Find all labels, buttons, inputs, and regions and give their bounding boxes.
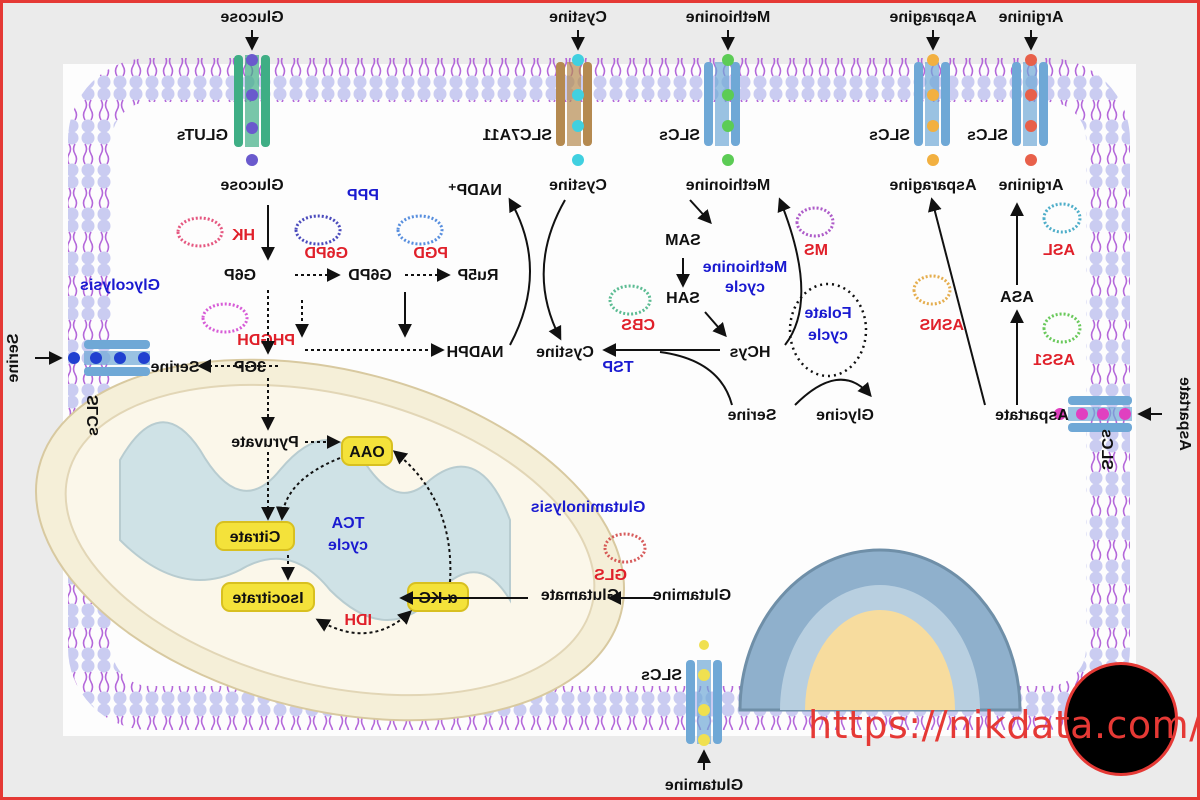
ru5p-label: Ru5P [457,267,498,284]
slcs-methionine-label: SLCs [659,127,700,144]
enzyme-gls: GLS [594,567,627,584]
enzyme-asl: ASL [1043,242,1075,259]
cystine-inside: Cystine [549,177,607,194]
watermark-url: https://nikdata.com/ [808,703,1200,747]
enzyme-ms: MS [804,242,828,259]
pathway-tca-cycle-1: TCA [331,515,364,532]
cbs-protein-icon [608,284,652,316]
pathway-tsp: TSP [602,359,633,376]
slcs-arginine-label: SLCs [967,127,1008,144]
asparagine-inside: Asparagine [889,177,976,194]
asparagine-outside-label: Asparagine [889,9,976,26]
cell-membrane [68,58,1130,730]
enzyme-hk: HK [231,227,255,244]
pathway-glycolysis: Glycolysis [80,277,160,294]
mitochondrion [35,358,625,722]
serine-mid-label: Serine [727,407,776,424]
aspartate-label: Aspartate [995,407,1069,424]
nadp-label: NADP⁺ [448,182,502,199]
enzyme-idh: IDH [344,612,372,629]
cystine-outside-label: Cystine [549,9,607,26]
asns-protein-icon [912,274,952,306]
serine-outside-label: Serine [5,334,22,383]
transporter-slc-glutamine [686,640,722,746]
cystine-mid-label: Cystine [536,344,594,361]
serine-left-label: Serine [150,359,199,376]
glutamine-label: Glutamine [653,587,731,604]
transporter-gluts [234,54,270,166]
3gp-label: 3GP [234,359,266,376]
pathway-folate-cycle-2: cycle [808,327,848,344]
enzyme-cbs: CBS [621,317,655,334]
folate-cycle-circle [788,282,868,378]
sam-label: SAM [665,232,701,249]
enzyme-g6pd: G6PD [304,245,348,262]
tca-citrate: Citrate [230,529,281,546]
asl-protein-icon [1042,202,1082,234]
pyruvate-label: Pyruvate [231,434,299,451]
ass1-protein-icon [1042,312,1082,344]
slc7a11-label: SLC7A11 [483,127,552,144]
pathway-methionine-cycle-2: cycle [725,279,765,296]
slcs-aspartate-label: SLCs [1098,429,1115,470]
enzyme-phgdh: PHGDH [237,332,295,349]
hcys-label: HCys [729,344,770,361]
hk-protein-icon [176,216,224,248]
reaction-arrows [197,197,1024,635]
enzyme-pgd: PGD [413,245,448,262]
ms-protein-icon [795,206,835,238]
slcs-asparagine-label: SLCs [869,127,910,144]
g6p-label: G6P [224,267,256,284]
sah-label: SAH [666,290,700,307]
gls-protein-icon [603,532,647,564]
slcs-glutamine-label: SLCs [641,667,682,684]
pathway-folate-cycle-1: Folate [804,305,851,322]
watermark-badge [1064,662,1178,776]
uptake-arrows [35,30,1162,770]
transporter-slc-methionine [704,54,740,166]
glucose-outside-label: Glucose [220,9,283,26]
glycine-label: Glycine [816,407,874,424]
asa-label: ASA [1000,289,1034,306]
transporter-slc7a11 [556,54,592,166]
transporter-slc-asparagine [914,54,950,166]
methionine-inside: Methionine [686,177,771,194]
transporter-slc-aspartate [1054,396,1132,432]
tca-oaa: OAA [349,444,385,461]
protein-structures [176,202,1082,564]
transporter-slc-serine [68,340,150,376]
pgd-protein-icon [396,214,444,246]
gluts-label: GLUTs [177,127,228,144]
tca-isocitrate: Isocitrate [232,590,303,607]
pathway-tca-cycle-2: cycle [328,537,368,554]
aspartate-outside-label: Aspartate [1176,377,1193,451]
arginine-inside: Arginine [998,177,1063,194]
pathway-glutaminolysis: Glutaminolysis [531,499,646,516]
nucleus [738,548,1022,712]
enzyme-ass1: ASS1 [1033,352,1075,369]
pathway-ppp: PPP [347,187,379,204]
enzyme-asns: ASNS [919,317,964,334]
phgdh-protein-icon [201,302,249,334]
methionine-outside-label: Methionine [686,9,771,26]
glutamine-outside-label: Glutamine [665,777,743,794]
transporter-slc-arginine [1012,54,1048,166]
g6pd-protein-icon [294,214,342,246]
nadph-label: NADPH [447,344,504,361]
glutamate-label: Glutamate [541,587,619,604]
g6pd-metabolite-label: G6PD [348,267,392,284]
arginine-outside-label: Arginine [998,9,1063,26]
glucose-inside: Glucose [220,177,283,194]
slcs-serine-label: SLCs [85,395,102,436]
pathway-methionine-cycle-1: Methionine [703,259,788,276]
tca-boxes: OAA Citrate Isocitrate α-KG [215,436,469,612]
